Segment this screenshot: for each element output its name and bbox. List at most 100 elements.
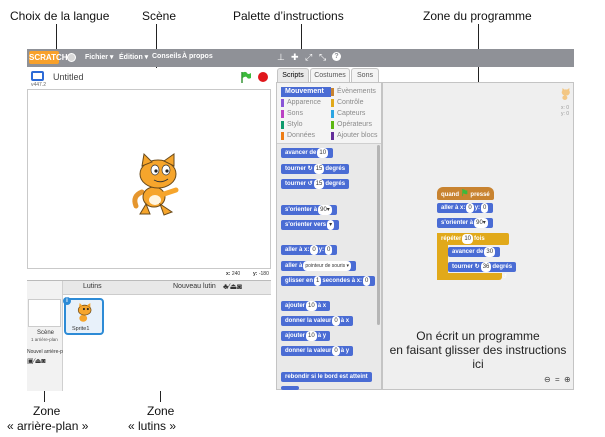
- backdrop-library-icon[interactable]: ▣: [27, 358, 34, 365]
- project-title[interactable]: Untitled: [53, 72, 84, 82]
- script-hat-block[interactable]: quand ⚑ pressé: [437, 187, 494, 200]
- sprite-paint-icon[interactable]: ∕: [228, 282, 230, 291]
- block-bounce[interactable]: rebondir si le bord est atteint: [281, 372, 372, 382]
- sprites-callout-sub: « lutins »: [128, 419, 177, 433]
- turn-left-icon: ↺: [307, 181, 313, 187]
- sprites-header: Lutins: [83, 283, 102, 290]
- category-sound[interactable]: Sons: [281, 109, 303, 119]
- stage-header: v447.2 Untitled: [27, 68, 271, 89]
- block-point-towards[interactable]: s'orienter vers▾: [281, 220, 340, 230]
- category-sensing[interactable]: Capteurs: [331, 109, 365, 119]
- tab-costumes[interactable]: Costumes: [310, 68, 350, 82]
- category-pen[interactable]: Stylo: [281, 120, 303, 130]
- category-motion[interactable]: Mouvement: [281, 87, 331, 97]
- backdrop-callout: Zone: [33, 404, 61, 418]
- category-operators[interactable]: Opérateurs: [331, 120, 372, 130]
- sprites-callout: Zone: [147, 404, 175, 418]
- new-backdrop-tools: ▣∕⏏◙: [27, 357, 46, 365]
- backdrop-zone: Scène 1 arrière-plan Nouvel arrière-p ▣∕…: [27, 281, 63, 391]
- backdrop-callout-sub: « arrière-plan »: [7, 419, 89, 433]
- stop-icon[interactable]: [258, 72, 268, 82]
- green-flag-icon[interactable]: [240, 71, 252, 83]
- script-note-line-2: en faisant glisser des instructions ici: [389, 343, 567, 371]
- shrink-icon[interactable]: ⤡: [319, 52, 327, 62]
- delete-cut-icon[interactable]: ✚: [291, 52, 299, 62]
- backdrop-camera-icon[interactable]: ◙: [41, 358, 46, 365]
- category-control[interactable]: Contrôle: [331, 98, 363, 108]
- grow-icon[interactable]: ⤢: [305, 52, 313, 62]
- stage-y-coord: y: -180: [253, 271, 269, 277]
- help-icon[interactable]: ?: [332, 52, 341, 61]
- zoom-in-icon[interactable]: ⊕: [564, 375, 571, 384]
- new-sprite-label: Nouveau lutin: [173, 283, 216, 290]
- menu-bar: SCRATCH Fichier ▾ Édition ▾ Conseils À p…: [27, 49, 574, 67]
- menu-file[interactable]: Fichier ▾: [85, 54, 114, 61]
- category-events[interactable]: Évènements: [331, 87, 376, 97]
- category-looks[interactable]: Apparence: [281, 98, 321, 108]
- menu-about[interactable]: À propos: [182, 53, 213, 60]
- tab-scripts[interactable]: Scripts: [277, 68, 309, 82]
- stage-backdrop-count: 1 arrière-plan: [31, 337, 58, 342]
- menu-edit[interactable]: Édition ▾: [119, 54, 149, 61]
- script-note: On écrit un programme en faisant glisser…: [383, 329, 573, 371]
- cat-sprite-icon[interactable]: [128, 152, 190, 218]
- language-globe-icon[interactable]: [67, 53, 76, 62]
- backdrop-upload-icon[interactable]: ⏏: [34, 358, 42, 365]
- palette-callout: Palette d’instructions: [233, 9, 344, 23]
- sprite-upload-icon[interactable]: ⏏: [229, 282, 238, 291]
- sprite-tile[interactable]: i Sprite1: [63, 297, 104, 335]
- block-partial[interactable]: [281, 386, 299, 390]
- stage-thumb-label: Scène: [37, 330, 55, 336]
- sprites-panel: Scène 1 arrière-plan Nouvel arrière-p ▣∕…: [27, 280, 271, 391]
- menu-tips[interactable]: Conseils: [152, 53, 182, 60]
- blocks-palette: Mouvement Évènements Apparence Contrôle …: [276, 82, 382, 390]
- new-sprite-tools: ♣∕⏏◙: [223, 282, 242, 291]
- stage-x-coord: x: 240: [226, 271, 241, 277]
- zoom-reset-icon[interactable]: =: [555, 375, 560, 384]
- stage-callout: Scène: [142, 9, 177, 23]
- program-pointer: [478, 24, 479, 112]
- sprite-x-pos: x: 0: [561, 105, 570, 111]
- fullscreen-icon[interactable]: [31, 71, 44, 81]
- repeat-loop-icon: ↺: [502, 274, 508, 280]
- language-callout: Choix de la langue: [10, 9, 110, 23]
- category-data[interactable]: Données: [281, 131, 315, 141]
- sprite-thumb-cat-icon: [77, 303, 92, 322]
- sprite-camera-icon[interactable]: ◙: [237, 282, 242, 291]
- language-pointer: [56, 24, 57, 54]
- scratch-logo[interactable]: SCRATCH: [29, 51, 68, 64]
- category-list: Mouvement Évènements Apparence Contrôle …: [277, 83, 381, 144]
- category-more-blocks[interactable]: Ajouter blocs: [331, 131, 377, 141]
- sprite-tile-label: Sprite1: [72, 326, 90, 332]
- sprites-header-bar: Lutins Nouveau lutin ♣∕⏏◙: [63, 281, 271, 295]
- palette-scrollbar[interactable]: [377, 145, 380, 325]
- backdrop-paint-icon[interactable]: ∕: [33, 358, 35, 365]
- version-label: v447.2: [31, 82, 47, 88]
- sprite-library-icon[interactable]: ♣: [223, 282, 229, 291]
- duplicate-stamp-icon[interactable]: ⊥: [277, 52, 285, 62]
- stage-thumbnail[interactable]: [28, 299, 61, 327]
- green-flag-icon: ⚑: [460, 188, 469, 198]
- sprite-info-icon[interactable]: i: [63, 297, 71, 305]
- tab-sounds[interactable]: Sons: [351, 68, 379, 82]
- sprite-corner-cat-icon: [561, 88, 570, 100]
- stage[interactable]: [27, 89, 271, 269]
- zoom-out-icon[interactable]: ⊖: [544, 375, 551, 384]
